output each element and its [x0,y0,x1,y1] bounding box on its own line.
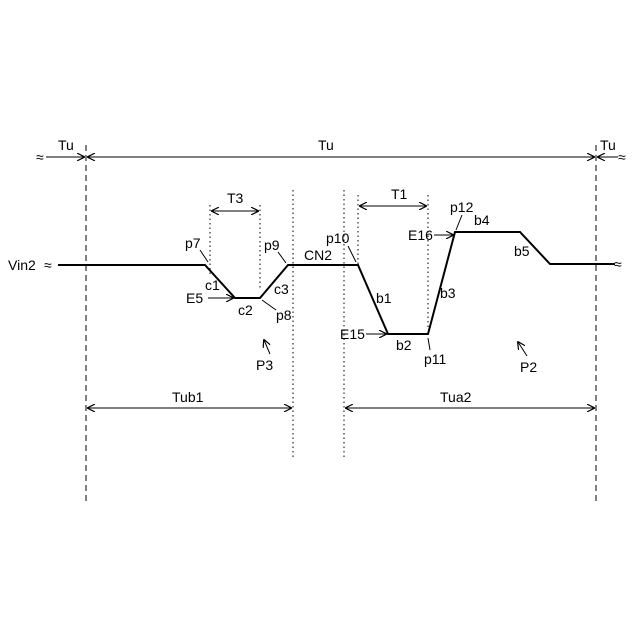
c3-label: c3 [274,281,289,297]
tu-right-label: Tu [600,137,616,153]
t3-label: T3 [227,190,244,206]
vin2-waveform [58,232,615,334]
tu-center-label: Tu [318,137,334,153]
p9-label: p9 [264,237,280,253]
b4-label: b4 [474,212,490,228]
b1-label: b1 [376,290,392,306]
e15-label: E15 [340,326,365,342]
p8-label: p8 [276,307,292,323]
t1-label: T1 [391,186,408,202]
vin2-label: Vin2 [8,257,36,273]
e5-label: E5 [186,290,203,306]
c1-label: c1 [205,277,220,293]
e16-label: E16 [408,227,433,243]
p7-label: p7 [185,235,201,251]
p12-leader [456,215,462,230]
p3-label: P3 [256,357,273,373]
p11-leader [428,338,430,350]
p12-label: p12 [450,199,474,215]
p2-label: P2 [520,359,537,375]
p2-leader [518,342,527,356]
b2-label: b2 [396,337,412,353]
p9-leader [278,252,286,263]
b3-label: b3 [440,285,456,301]
break-mark-signal-right: ≈ [614,256,622,272]
tua2-label: Tua2 [440,389,472,405]
p10-label: p10 [326,230,350,246]
break-mark-top-right: ≈ [618,149,626,165]
p11-label: p11 [424,351,447,367]
p10-leader [348,246,356,262]
p7-leader [200,250,208,262]
tub1-label: Tub1 [172,389,204,405]
break-mark-top-left: ≈ [36,149,44,165]
cn2-label: CN2 [304,247,332,263]
c2-label: c2 [238,302,253,318]
b5-label: b5 [514,243,530,259]
tu-left-label: Tu [58,137,74,153]
p3-leader [264,340,270,354]
p8-leader [262,300,276,310]
break-mark-signal-left: ≈ [44,257,52,273]
